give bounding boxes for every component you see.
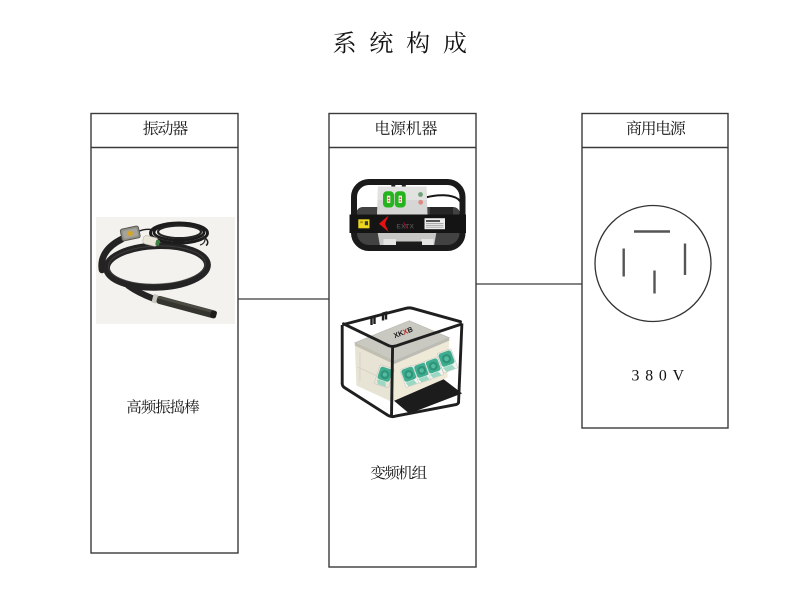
svg-text:380V: 380V [632,368,690,385]
svg-text:EX: EX [397,223,407,230]
svg-text:TX: TX [405,223,414,230]
